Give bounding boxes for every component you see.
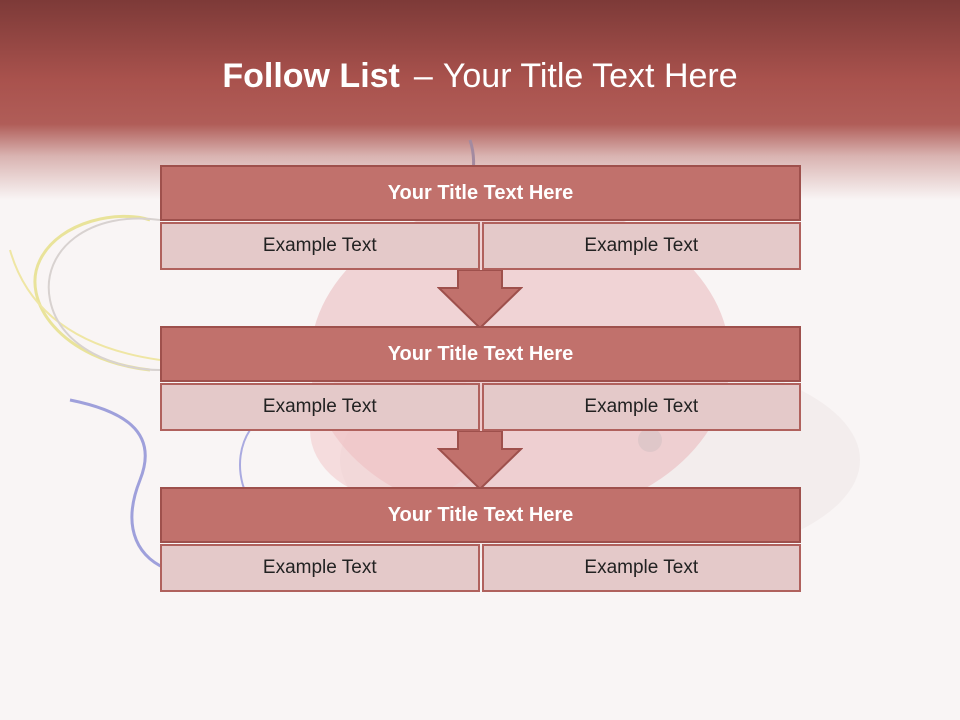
- block-3-cell-right: Example Text: [481, 544, 801, 592]
- down-arrow-1: [437, 270, 523, 330]
- block-1-row: Example Text Example Text: [160, 222, 801, 270]
- yellow-thread-2: [9, 249, 161, 361]
- block-1-cell-left: Example Text: [160, 222, 480, 270]
- block-2-row: Example Text Example Text: [160, 383, 801, 431]
- list-block-1: Your Title Text Here Example Text Exampl…: [160, 165, 801, 270]
- yellow-thread: [33, 214, 151, 372]
- block-3-row: Example Text Example Text: [160, 544, 801, 592]
- list-block-3: Your Title Text Here Example Text Exampl…: [160, 487, 801, 592]
- block-2-cell-left: Example Text: [160, 383, 480, 431]
- block-3-cell-left: Example Text: [160, 544, 480, 592]
- block-1-cell-right: Example Text: [481, 222, 801, 270]
- slide-title: Follow List–Your Title Text Here: [0, 52, 960, 100]
- down-arrow-shape: [437, 431, 523, 491]
- block-3-heading: Your Title Text Here: [160, 487, 801, 543]
- down-arrow-2: [437, 431, 523, 491]
- title-main: Follow List: [222, 57, 400, 95]
- block-2-cell-right: Example Text: [481, 383, 801, 431]
- list-block-2: Your Title Text Here Example Text Exampl…: [160, 326, 801, 431]
- title-dash: –: [413, 57, 433, 95]
- down-arrow-shape: [437, 270, 523, 330]
- blue-thread: [69, 398, 171, 572]
- title-rest: Your Title Text Here: [442, 57, 738, 95]
- block-1-heading: Your Title Text Here: [160, 165, 801, 221]
- grey-thread: [47, 217, 161, 371]
- pin-head: [638, 428, 662, 452]
- block-2-heading: Your Title Text Here: [160, 326, 801, 382]
